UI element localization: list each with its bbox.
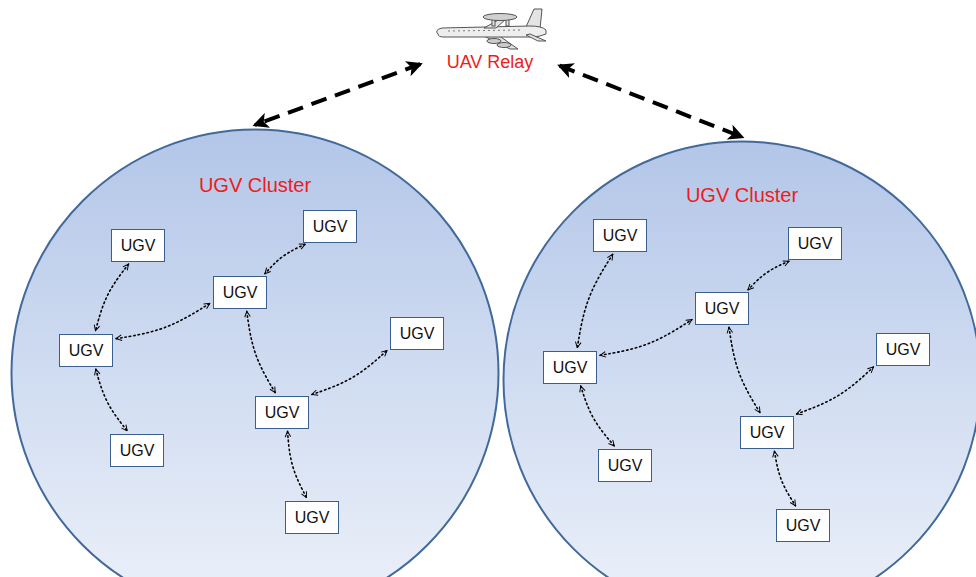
ugv-box: UGV (598, 449, 653, 482)
ugv-box: UGV (788, 227, 843, 260)
vehicle-label: UGV (223, 283, 258, 302)
ugv-box: UGV (285, 501, 340, 534)
relay-link (255, 64, 420, 125)
vehicle-label: UGV (295, 508, 330, 527)
vehicle-label: UGV (786, 516, 821, 535)
vehicle-label: UGV (121, 236, 156, 255)
ugv-box: UGV (255, 396, 310, 429)
vehicle-label: UGV (69, 341, 104, 360)
vehicle-label: UGV (705, 299, 740, 318)
ugv-box: UGV (876, 333, 931, 366)
vehicle-label: UGV (608, 456, 643, 475)
relay-title: UAV Relay (425, 52, 555, 73)
cluster-region: UGV ClusterUGV UGV UGV UGV UGV UGV UGV UGV (10, 128, 500, 577)
ugv-box: UGV (303, 210, 358, 243)
ugv-box: UGV (543, 351, 598, 384)
ugv-box: UGV (110, 434, 165, 467)
ugv-box: UGV (59, 334, 114, 367)
vehicle-label: UGV (603, 226, 638, 245)
ugv-box: UGV (695, 292, 750, 325)
vehicle-label: UGV (400, 324, 435, 343)
uav-relay-node: UAV Relay (425, 4, 555, 73)
ugv-box: UGV (593, 219, 648, 252)
uav-illustration (430, 4, 550, 52)
cluster-ellipse (12, 130, 499, 577)
cluster-ellipse (504, 142, 976, 577)
ugv-box: UGV (740, 416, 795, 449)
ugv-box: UGV (111, 229, 166, 262)
ugv-box: UGV (390, 317, 445, 350)
vehicle-label: UGV (886, 340, 921, 359)
cluster-region: UGV ClusterUGV UGV UGV UGV UGV UGV UGV UGV (502, 140, 976, 577)
ugv-box: UGV (776, 509, 831, 542)
vehicle-label: UGV (553, 358, 588, 377)
vehicle-label: UGV (750, 423, 785, 442)
vehicle-label: UGV (313, 217, 348, 236)
vehicle-label: UGV (798, 234, 833, 253)
cluster-title: UGV Cluster (10, 173, 500, 197)
ugv-box: UGV (213, 276, 268, 309)
cluster-title: UGV Cluster (502, 183, 976, 207)
vehicle-label: UGV (120, 441, 155, 460)
relay-link (560, 66, 742, 137)
vehicle-label: UGV (265, 403, 300, 422)
